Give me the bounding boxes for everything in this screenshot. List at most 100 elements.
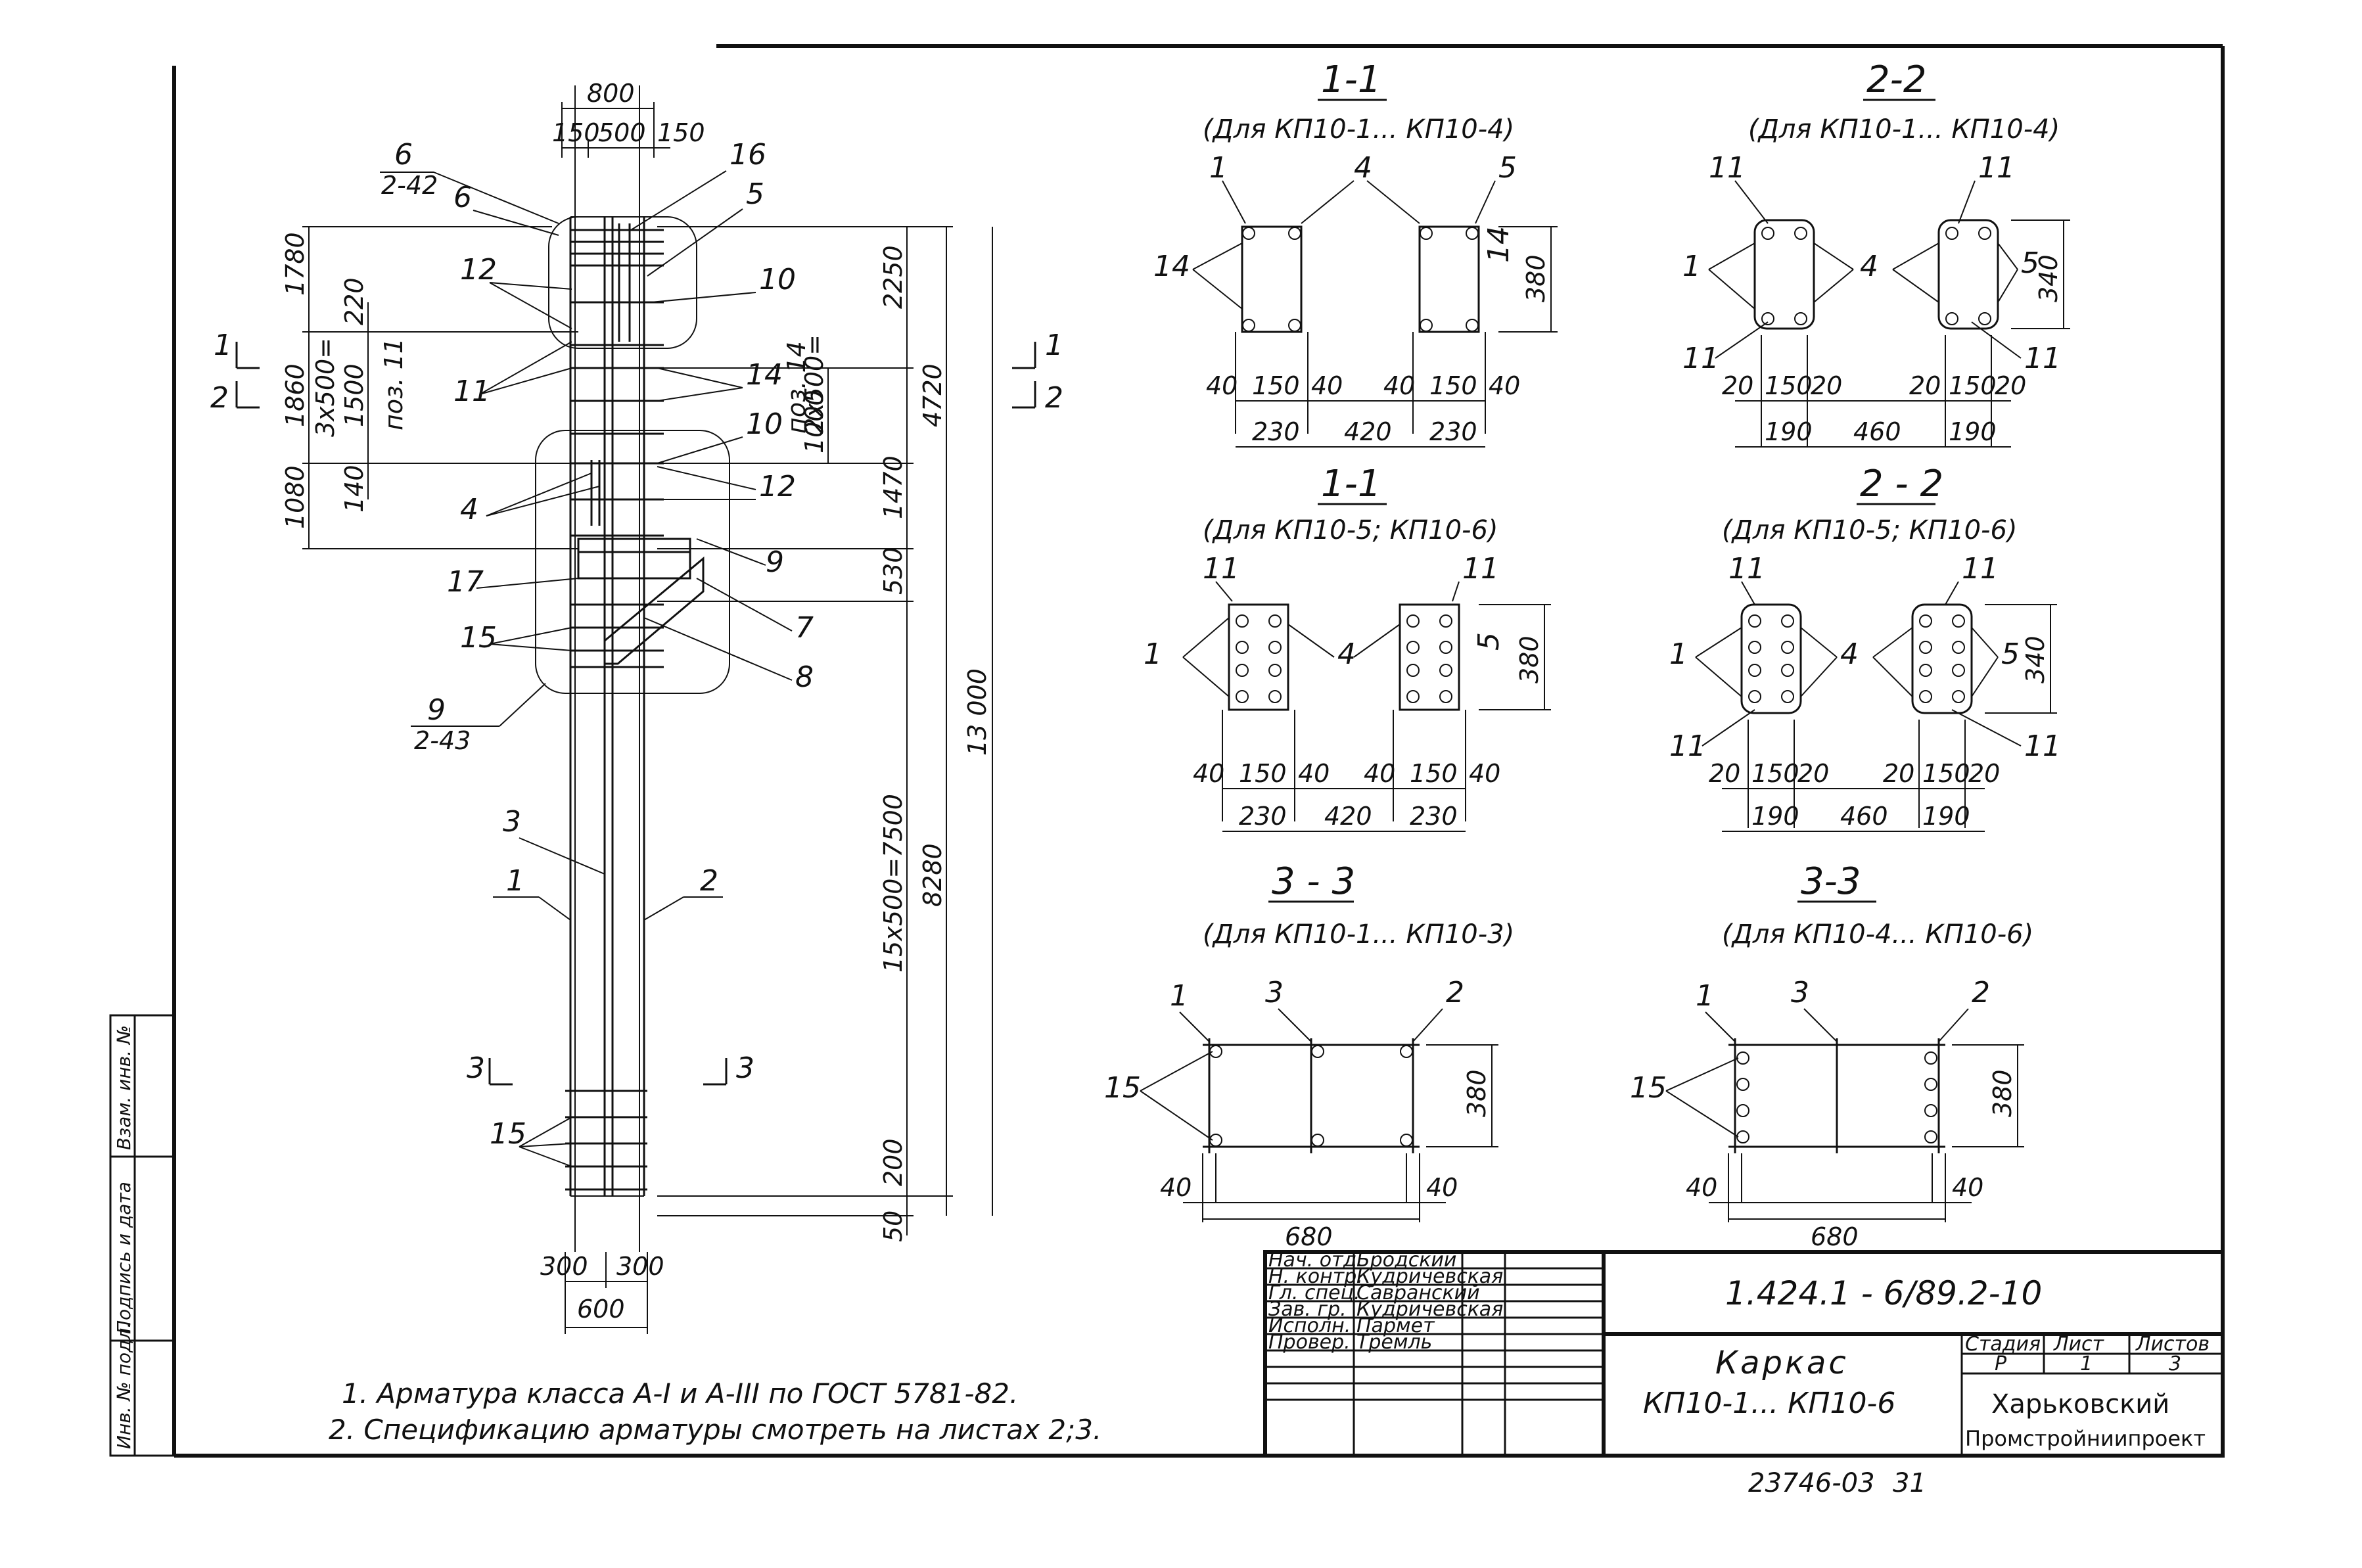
section-mark-1-right: 1 — [1045, 329, 1063, 362]
note-2: 2. Спецификацию арматуры смотреть на лис… — [329, 1414, 1101, 1446]
section-marks: 1 2 1 2 3 3 — [210, 329, 1063, 1086]
s22b-dim-20c: 20 — [1883, 759, 1914, 788]
s22b-label-5: 5 — [2001, 637, 2020, 671]
s11a-dim-40b: 40 — [1311, 371, 1343, 400]
pos-4: 4 — [460, 493, 478, 526]
s11b-label-4: 4 — [1337, 637, 1356, 671]
tb-org-2: Промстройниипроект — [1965, 1426, 2206, 1451]
s22b-dim-150a: 150 — [1751, 759, 1799, 788]
s22b-dim-190b: 190 — [1922, 802, 1970, 831]
s11a-label-5: 5 — [1498, 151, 1517, 185]
section-3-3-a-title: 3 - 3 — [1272, 860, 1355, 903]
pos-17: 17 — [447, 565, 484, 599]
tb-role-0: Нач. отд. — [1268, 1249, 1363, 1272]
s11a-dim-380: 380 — [1521, 254, 1550, 302]
tb-name-1: Кудричевская — [1356, 1265, 1503, 1288]
s22a-label-11a: 11 — [1709, 151, 1746, 185]
s22a-label-5: 5 — [2021, 246, 2039, 280]
section-mark-1-left: 1 — [214, 329, 232, 362]
section-2-2-b: 2 - 2 (Для КП10-5; КП10-6) 11 11 1 4 — [1669, 463, 2061, 832]
s22b-dim-20d: 20 — [1968, 759, 2000, 788]
stamp-signature-date: Подпись и дата — [113, 1182, 135, 1334]
dim-left-220: 220 — [340, 277, 369, 325]
dim-right-1470: 1470 — [879, 455, 908, 519]
section-1-1-a-subtitle: (Для КП10-1... КП10-4) — [1203, 114, 1514, 145]
section-2-2-b-subtitle: (Для КП10-5; КП10-6) — [1722, 515, 2018, 545]
s33a-dim-380: 380 — [1462, 1069, 1491, 1117]
dim-right-2250: 2250 — [879, 245, 908, 309]
tb-name-0: Бродский — [1356, 1249, 1456, 1272]
dim-bottom-300b: 300 — [616, 1252, 664, 1281]
dim-left-1500: 1500 — [340, 363, 369, 427]
pos-9b: 9 — [427, 693, 446, 727]
s22a-label-1: 1 — [1682, 250, 1701, 283]
s33b-label-1: 1 — [1696, 979, 1714, 1013]
s11b-label-1: 11 — [1203, 552, 1239, 586]
section-2-2-a-title: 2-2 — [1866, 58, 1926, 101]
s33a-label-2: 2 — [1446, 976, 1464, 1009]
tb-val-sheets: 3 — [2169, 1352, 2181, 1375]
s11b-dim-40b: 40 — [1298, 759, 1330, 788]
note-1: 1. Арматура класса А-I и А-III по ГОСТ 5… — [342, 1377, 1018, 1410]
s11b-dim-230b: 230 — [1410, 802, 1458, 831]
pos-15b: 15 — [490, 1117, 526, 1151]
s11b-dim-380: 380 — [1515, 635, 1544, 683]
s11a-dim-40c: 40 — [1383, 371, 1415, 400]
tb-name-4: Пармет — [1356, 1314, 1435, 1337]
section-1-1-a-title: 1-1 — [1321, 58, 1381, 101]
pos-8: 8 — [795, 660, 814, 694]
pos-5: 5 — [746, 177, 764, 211]
s22b-label-11c: 11 — [1669, 729, 1706, 763]
section-mark-2-right: 2 — [1045, 381, 1063, 415]
section-3-3-a: 3 - 3 (Для КП10-1... КП10-3) 1 3 2 15 38… — [1104, 860, 1514, 1251]
section-mark-3-right: 3 — [736, 1051, 754, 1085]
dim-right-50: 50 — [879, 1211, 908, 1242]
s22a-dim-20d: 20 — [1995, 371, 2026, 400]
s22a-dim-20a: 20 — [1722, 371, 1753, 400]
dim-bottom-300a: 300 — [540, 1252, 588, 1281]
s22a-dim-190a: 190 — [1765, 417, 1813, 446]
pos-2: 2 — [700, 864, 718, 898]
s22b-label-11b: 11 — [1962, 552, 1999, 586]
s33b-dim-380: 380 — [1988, 1069, 2017, 1117]
section-1-1-a: 1-1 (Для КП10-1... КП10-4) 1 4 5 14 14 3… — [1153, 58, 1558, 448]
dim-right-200: 200 — [879, 1138, 908, 1186]
s22a-label-11c: 11 — [1682, 342, 1719, 375]
pos-6: 6 — [394, 138, 413, 172]
s22a-label-11d: 11 — [2024, 342, 2061, 375]
section-3-3-b-subtitle: (Для КП10-4... КП10-6) — [1722, 919, 2033, 950]
pos-10b: 10 — [746, 407, 783, 441]
pos-9a: 9 — [766, 545, 784, 579]
s11a-label-14a: 14 — [1153, 250, 1190, 283]
s22a-dim-150b: 150 — [1949, 371, 1997, 400]
tb-role-5: Провер. — [1268, 1331, 1351, 1354]
dim-top-150a: 150 — [552, 118, 600, 147]
dim-right-4720: 4720 — [918, 363, 947, 427]
dim-left-3x500: 3x500= — [311, 338, 340, 437]
pos-3: 3 — [503, 805, 521, 839]
s11a-dim-420: 420 — [1344, 417, 1392, 446]
s11b-dim-40c: 40 — [1364, 759, 1395, 788]
s22a-dim-20b: 20 — [1811, 371, 1842, 400]
s11a-label-14b: 14 — [1482, 226, 1516, 263]
s11a-label-4: 4 — [1354, 151, 1372, 185]
s11b-dim-150a: 150 — [1239, 759, 1287, 788]
tb-val-stage: Р — [1995, 1352, 2007, 1375]
main-elevation: 800 150 500 150 1780 220 1860 3x500= 150… — [210, 79, 1063, 1334]
s11a-dim-40d: 40 — [1489, 371, 1520, 400]
section-1-1-b: 1-1 (Для КП10-5; КП10-6) 11 11 1 4 — [1144, 463, 1551, 832]
s22b-label-1: 1 — [1669, 637, 1688, 671]
s11a-dim-230b: 230 — [1429, 417, 1477, 446]
pos-12b: 12 — [759, 470, 796, 503]
s33a-dim-680: 680 — [1285, 1222, 1333, 1251]
s22a-dim-340: 340 — [2034, 254, 2063, 302]
section-1-1-b-title: 1-1 — [1321, 463, 1381, 505]
pos-7: 7 — [795, 611, 814, 645]
notes: 1. Арматура класса А-I и А-III по ГОСТ 5… — [329, 1377, 1101, 1446]
dim-left-1780: 1780 — [281, 232, 310, 296]
pos-1: 1 — [506, 864, 524, 898]
tb-name-5: Тремль — [1356, 1331, 1432, 1354]
s22a-dim-190b: 190 — [1949, 417, 1997, 446]
s33b-label-3: 3 — [1791, 976, 1809, 1009]
s22a-dim-20c: 20 — [1909, 371, 1941, 400]
